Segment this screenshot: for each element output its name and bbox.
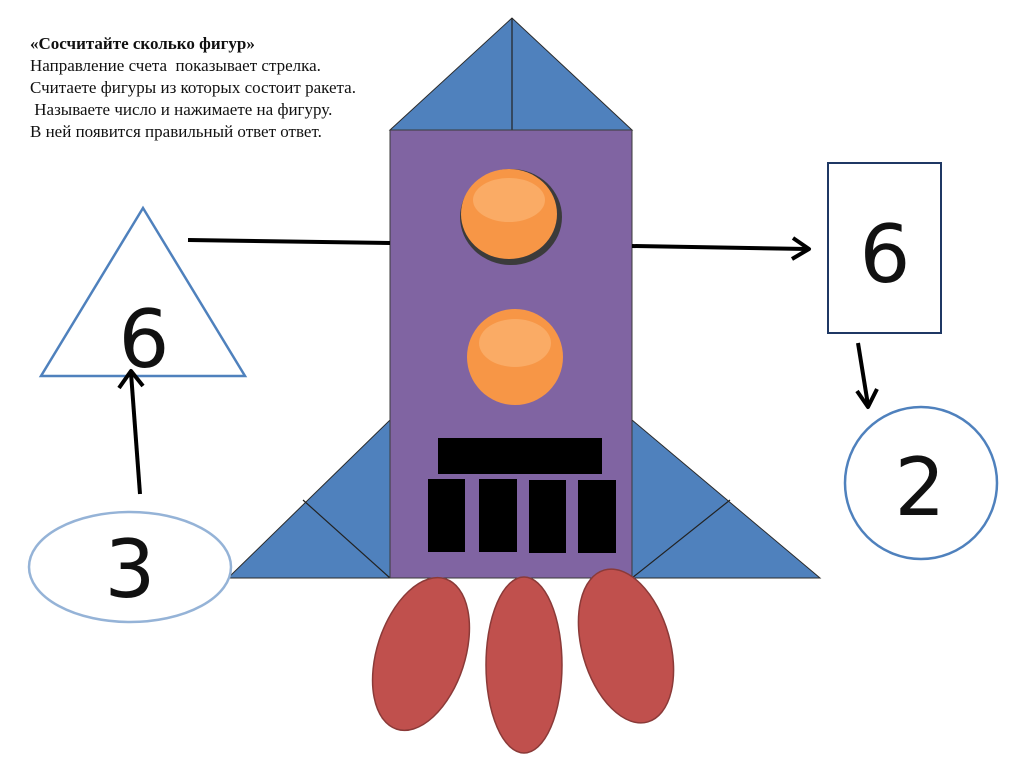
arrow-body-to-rectangle	[631, 236, 811, 261]
arrow-triangle-to-body	[187, 238, 391, 245]
instructions-line-3: Называете число и нажимаете на фигуру.	[30, 100, 333, 119]
instructions-line-2: Считаете фигуры из которых состоит ракет…	[30, 78, 356, 97]
flame-left	[371, 576, 471, 732]
left-wing	[226, 418, 391, 579]
arrow-rectangle-to-circle	[855, 342, 879, 409]
porthole-top	[460, 169, 562, 265]
black-block-4	[578, 480, 616, 553]
instructions-line-1: Направление счета показывает стрелка.	[30, 56, 321, 75]
instructions-line-4: В ней появится правильный ответ ответ.	[30, 122, 322, 141]
oval-answer-shape[interactable]: 3	[27, 510, 233, 624]
rectangle-answer-shape[interactable]: 6	[827, 162, 942, 334]
black-block-1	[428, 479, 465, 552]
oval-answer-value: 3	[105, 523, 156, 616]
porthole-bottom	[467, 309, 563, 405]
black-block-2	[479, 479, 517, 552]
instructions-block: «Сосчитайте сколько фигур» Направление с…	[30, 33, 500, 143]
black-block-3	[529, 480, 566, 553]
triangle-answer-value: 6	[119, 293, 170, 386]
flame-middle	[485, 576, 563, 754]
black-bar	[438, 438, 602, 474]
circle-answer-value: 2	[895, 441, 946, 534]
rectangle-answer-value: 6	[860, 208, 911, 301]
flame-right	[577, 568, 675, 724]
triangle-answer-shape[interactable]: 6	[38, 205, 248, 386]
arrow-oval-to-triangle	[117, 369, 145, 495]
right-wing	[631, 418, 822, 579]
circle-answer-shape[interactable]: 2	[843, 405, 999, 561]
instructions-title: «Сосчитайте сколько фигур»	[30, 34, 255, 53]
